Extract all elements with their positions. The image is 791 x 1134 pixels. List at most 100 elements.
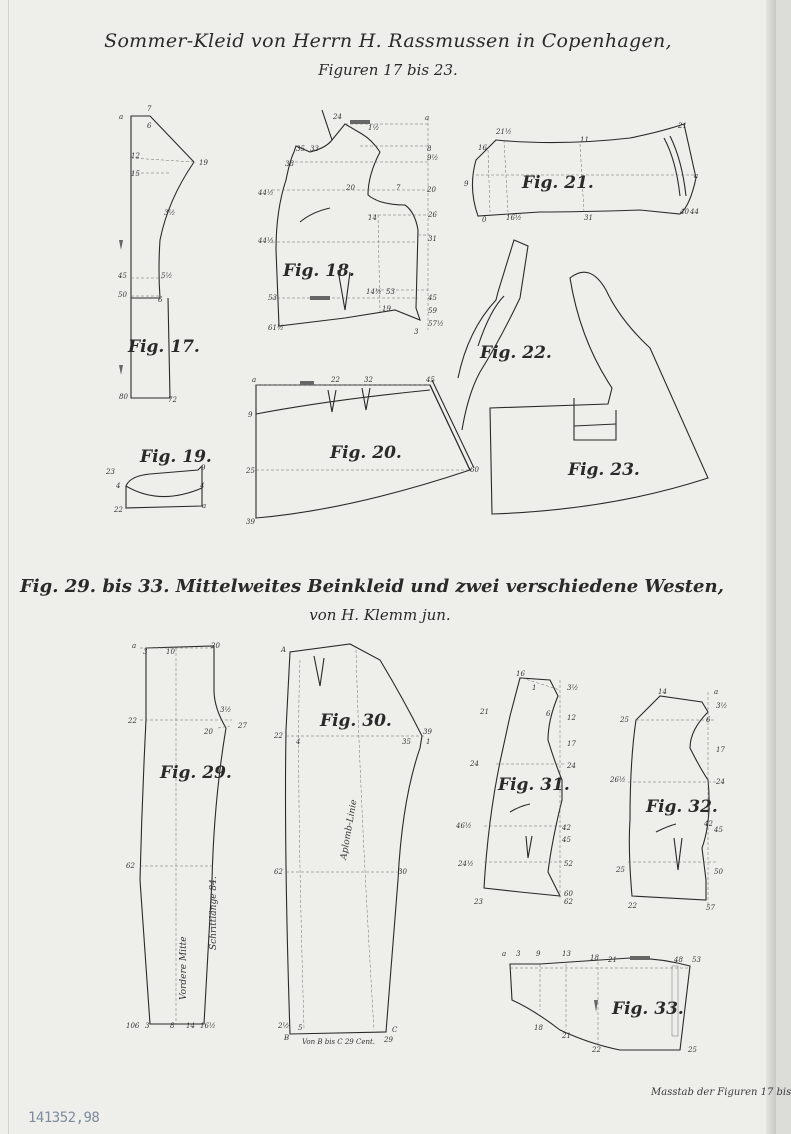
f20-point-number: 32 [364,376,373,384]
f20-point-number: 9 [248,411,253,419]
figure-29: Fig. 29. Vordere Mitte Schrittlänge 84. [139,645,232,1025]
section-subtitle: von H. Klemm jun. [309,606,451,624]
f17-point-number: 3½ [164,209,175,217]
f29-point-number: 3½ [220,706,231,714]
f18-point-number: 44½ [257,189,274,197]
figure-19: Fig. 19. [125,447,212,509]
fig21-label: Fig. 21. [521,173,594,193]
f31-point-number: 42 [561,824,571,832]
f29-point-number: 62 [126,862,135,870]
f17-point-number: 15 [131,170,140,178]
f17-point-number: 50 [118,291,127,299]
f21-point-number: 31 [584,214,593,222]
figure-33: Fig. 33. [509,956,691,1051]
f19-point-number: 9 [201,464,206,472]
book-gutter [766,0,776,1134]
f30-point-number: 4 [295,738,300,746]
f17-point-number: 19 [199,159,208,167]
f33-point-number: 25 [687,1046,697,1054]
f31-point-number: 3½ [567,684,578,692]
fig30-label: Fig. 30. [319,711,392,731]
f30-point-number: C [392,1026,398,1034]
f29-point-number: 16½ [200,1022,216,1030]
figure-21: Fig. 21. [471,123,697,217]
f33-point-number: 53 [692,956,701,964]
f18-point-number: 19 [382,305,391,313]
f20-point-number: 22 [330,376,340,384]
f31-point-number: 1 [532,684,536,692]
f21-point-number: 40 [679,208,689,216]
f32-point-number: 25 [619,716,629,724]
f17-point-number: 6 [158,296,163,304]
f19-point-number: 4 [199,482,204,490]
f31-point-number: 21 [479,708,489,716]
f18-point-number: 3 [414,328,419,336]
f21-point-number: 21 [677,122,687,130]
f29-point-number: 20 [210,642,220,650]
f18-point-number: 33 [310,145,319,153]
f30-point-number: 62 [274,868,283,876]
aplomb-linie-label: Aplomb-Linie [339,799,360,862]
figure-31: Fig. 31. [483,677,570,900]
f17-point-number: 12 [131,152,140,160]
fig32-label: Fig. 32. [645,797,718,817]
f18-point-number: 14 [368,214,377,222]
f21-point-number: 11 [580,136,589,144]
f33-point-number: 3 [516,950,521,958]
f19-point-number: 4 [115,482,120,490]
fig17-label: Fig. 17. [127,337,200,357]
f29-point-number: 22 [127,717,137,725]
figure-17: Fig. 17. [119,115,200,399]
f19-point-number: 22 [113,506,123,514]
f30-point-number: 22 [273,732,283,740]
f29-point-number: 14 [186,1022,195,1030]
f17-point-number: 45 [117,272,127,280]
f32-point-number: 22 [627,902,637,910]
f19-point-number: 23 [105,468,115,476]
f29-point-number: 3 [143,648,148,656]
f18-point-number: a [425,114,429,122]
f30-point-number: 1 [426,738,430,746]
f31-point-number: 12 [567,714,576,722]
f29-point-number: 27 [237,722,247,730]
f18-point-number: 14½ [366,288,382,296]
fig23-label: Fig. 23. [567,460,640,480]
figure-30: Fig. 30. Aplomb-Linie Von B bis C 29 Cen… [284,643,426,1046]
f31-point-number: 52 [564,860,573,868]
f21-point-number: 16 [478,144,487,152]
f20-point-number: 39 [246,518,255,526]
von-b-bis-c-label: Von B bis C 29 Cent. [302,1038,375,1046]
f30-point-number: B [283,1034,289,1042]
f32-point-number: a [714,688,718,696]
f17-point-number: 7 [147,105,152,113]
f19-point-number: a [202,502,206,510]
f18-point-number: 31 [428,235,437,243]
scale-note: Masstab der Figuren 17 bis [651,1087,791,1098]
fig29-label: Fig. 29. [159,763,232,783]
main-title: Sommer-Kleid von Herrn H. Rassmussen in … [104,30,672,52]
f30-point-number: 29 [383,1036,393,1044]
f18-point-number: 8 [427,145,432,153]
f33-point-number: 9 [536,950,541,958]
f18-point-number: 1½ [368,124,379,132]
f18-point-number: 53 [268,294,277,302]
f20-point-number: a [252,376,256,384]
f31-point-number: 16 [516,670,525,678]
f31-point-number: 6 [546,710,551,718]
fig22-label: Fig. 22. [479,343,552,363]
f20-point-number: 25 [245,467,255,475]
f30-point-number: 39 [423,728,432,736]
f31-point-number: 24 [469,760,479,768]
f21-point-number: 9 [464,180,469,188]
f17-point-number: a [119,113,123,121]
figure-22: Fig. 22. [457,239,552,431]
f32-point-number: 45 [713,826,723,834]
fig33-label: Fig. 33. [611,999,684,1019]
f17-point-number: 72 [168,396,177,404]
f32-point-number: 25 [615,866,625,874]
f18-point-number: 38 [285,160,294,168]
f29-point-number: 20 [203,728,213,736]
f17-point-number: 80 [119,393,128,401]
